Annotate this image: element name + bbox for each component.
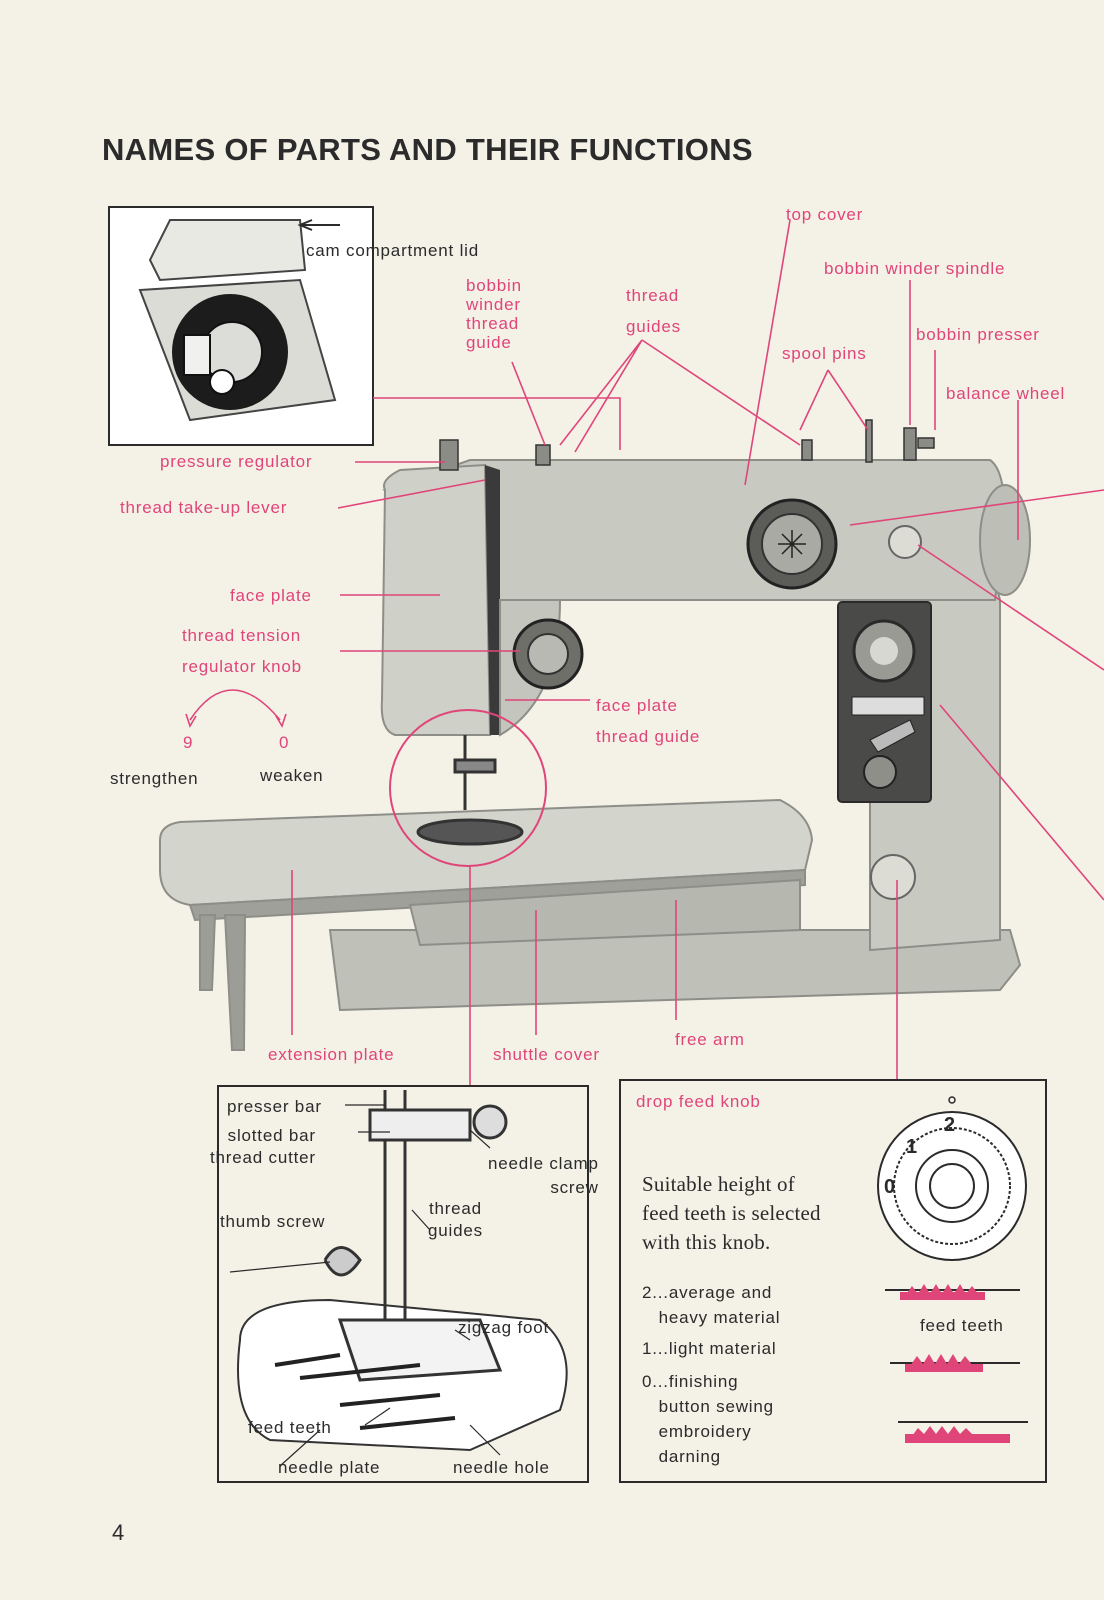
pattern-dial — [746, 498, 838, 590]
page-title: NAMES OF PARTS AND THEIR FUNCTIONS — [102, 132, 753, 167]
label-thread-tension-regulator-knob: thread tension regulator knob — [182, 626, 302, 676]
leader-lines — [185, 219, 1104, 1085]
label-needle-plate: needle plate — [278, 1458, 381, 1477]
label-bobbin-presser: bobbin presser — [916, 325, 1040, 344]
drop-feed-item-1: 1...light material — [642, 1339, 777, 1358]
drop-feed-item-0: 0...finishing button sewing embroidery d… — [642, 1372, 774, 1466]
label-thread-guides: thread guides — [626, 286, 681, 336]
label-thread-take-up-lever: thread take-up lever — [120, 498, 288, 517]
label-balance-wheel: balance wheel — [946, 384, 1066, 403]
label-face-plate-thread-guide: face plate thread guide — [596, 696, 701, 746]
label-weaken: weaken — [260, 766, 324, 785]
label-shuttle-cover: shuttle cover — [493, 1045, 600, 1064]
drop-feed-drawing — [619, 1079, 1047, 1483]
cam-compartment-drawing — [108, 206, 374, 446]
label-thumb-screw: thumb screw — [220, 1212, 326, 1231]
label-zigzag-foot: zigzag foot — [458, 1318, 550, 1337]
label-extension-plate: extension plate — [268, 1045, 395, 1064]
label-bobbin-winder-thread-guide: bobbin winder thread guide — [466, 276, 522, 352]
control-panel — [837, 601, 932, 803]
label-face-plate: face plate — [230, 586, 312, 605]
tension-knob-drawing — [512, 618, 584, 690]
presser-foot-drawing — [217, 1085, 589, 1483]
drop-feed-description: Suitable height of feed teeth is selecte… — [642, 1172, 821, 1254]
label-bobbin-winder-spindle: bobbin winder spindle — [824, 259, 1006, 278]
label-top-cover: top cover — [786, 205, 864, 224]
page-number: 4 — [112, 1520, 125, 1545]
label-slotted-bar-thread-cutter: slotted bar thread cutter — [210, 1126, 316, 1167]
label-drop-feed-knob: drop feed knob — [636, 1092, 761, 1111]
label-cam-compartment-lid: cam compartment lid — [306, 241, 479, 260]
label-spool-pins: spool pins — [782, 344, 867, 363]
label-dial-0: 0 — [279, 733, 290, 752]
label-foot-feed-teeth: feed teeth — [248, 1418, 332, 1437]
label-needle-clamp-screw: needle clamp screw — [488, 1154, 599, 1197]
drop-feed-dial-1: 1 — [906, 1136, 918, 1158]
label-drop-feed-teeth: feed teeth — [920, 1316, 1004, 1335]
label-needle-hole: needle hole — [453, 1458, 550, 1477]
label-dial-9: 9 — [183, 733, 194, 752]
drop-feed-item-2: 2...average and heavy material — [642, 1283, 781, 1327]
label-strengthen: strengthen — [110, 769, 199, 788]
label-pressure-regulator: pressure regulator — [160, 452, 313, 471]
label-presser-bar: presser bar — [227, 1097, 322, 1116]
label-free-arm: free arm — [675, 1030, 745, 1049]
drop-feed-dial-2: 2 — [944, 1114, 956, 1136]
label-foot-thread-guides: thread guides — [428, 1199, 483, 1240]
drop-feed-dial-0: 0 — [884, 1176, 896, 1198]
